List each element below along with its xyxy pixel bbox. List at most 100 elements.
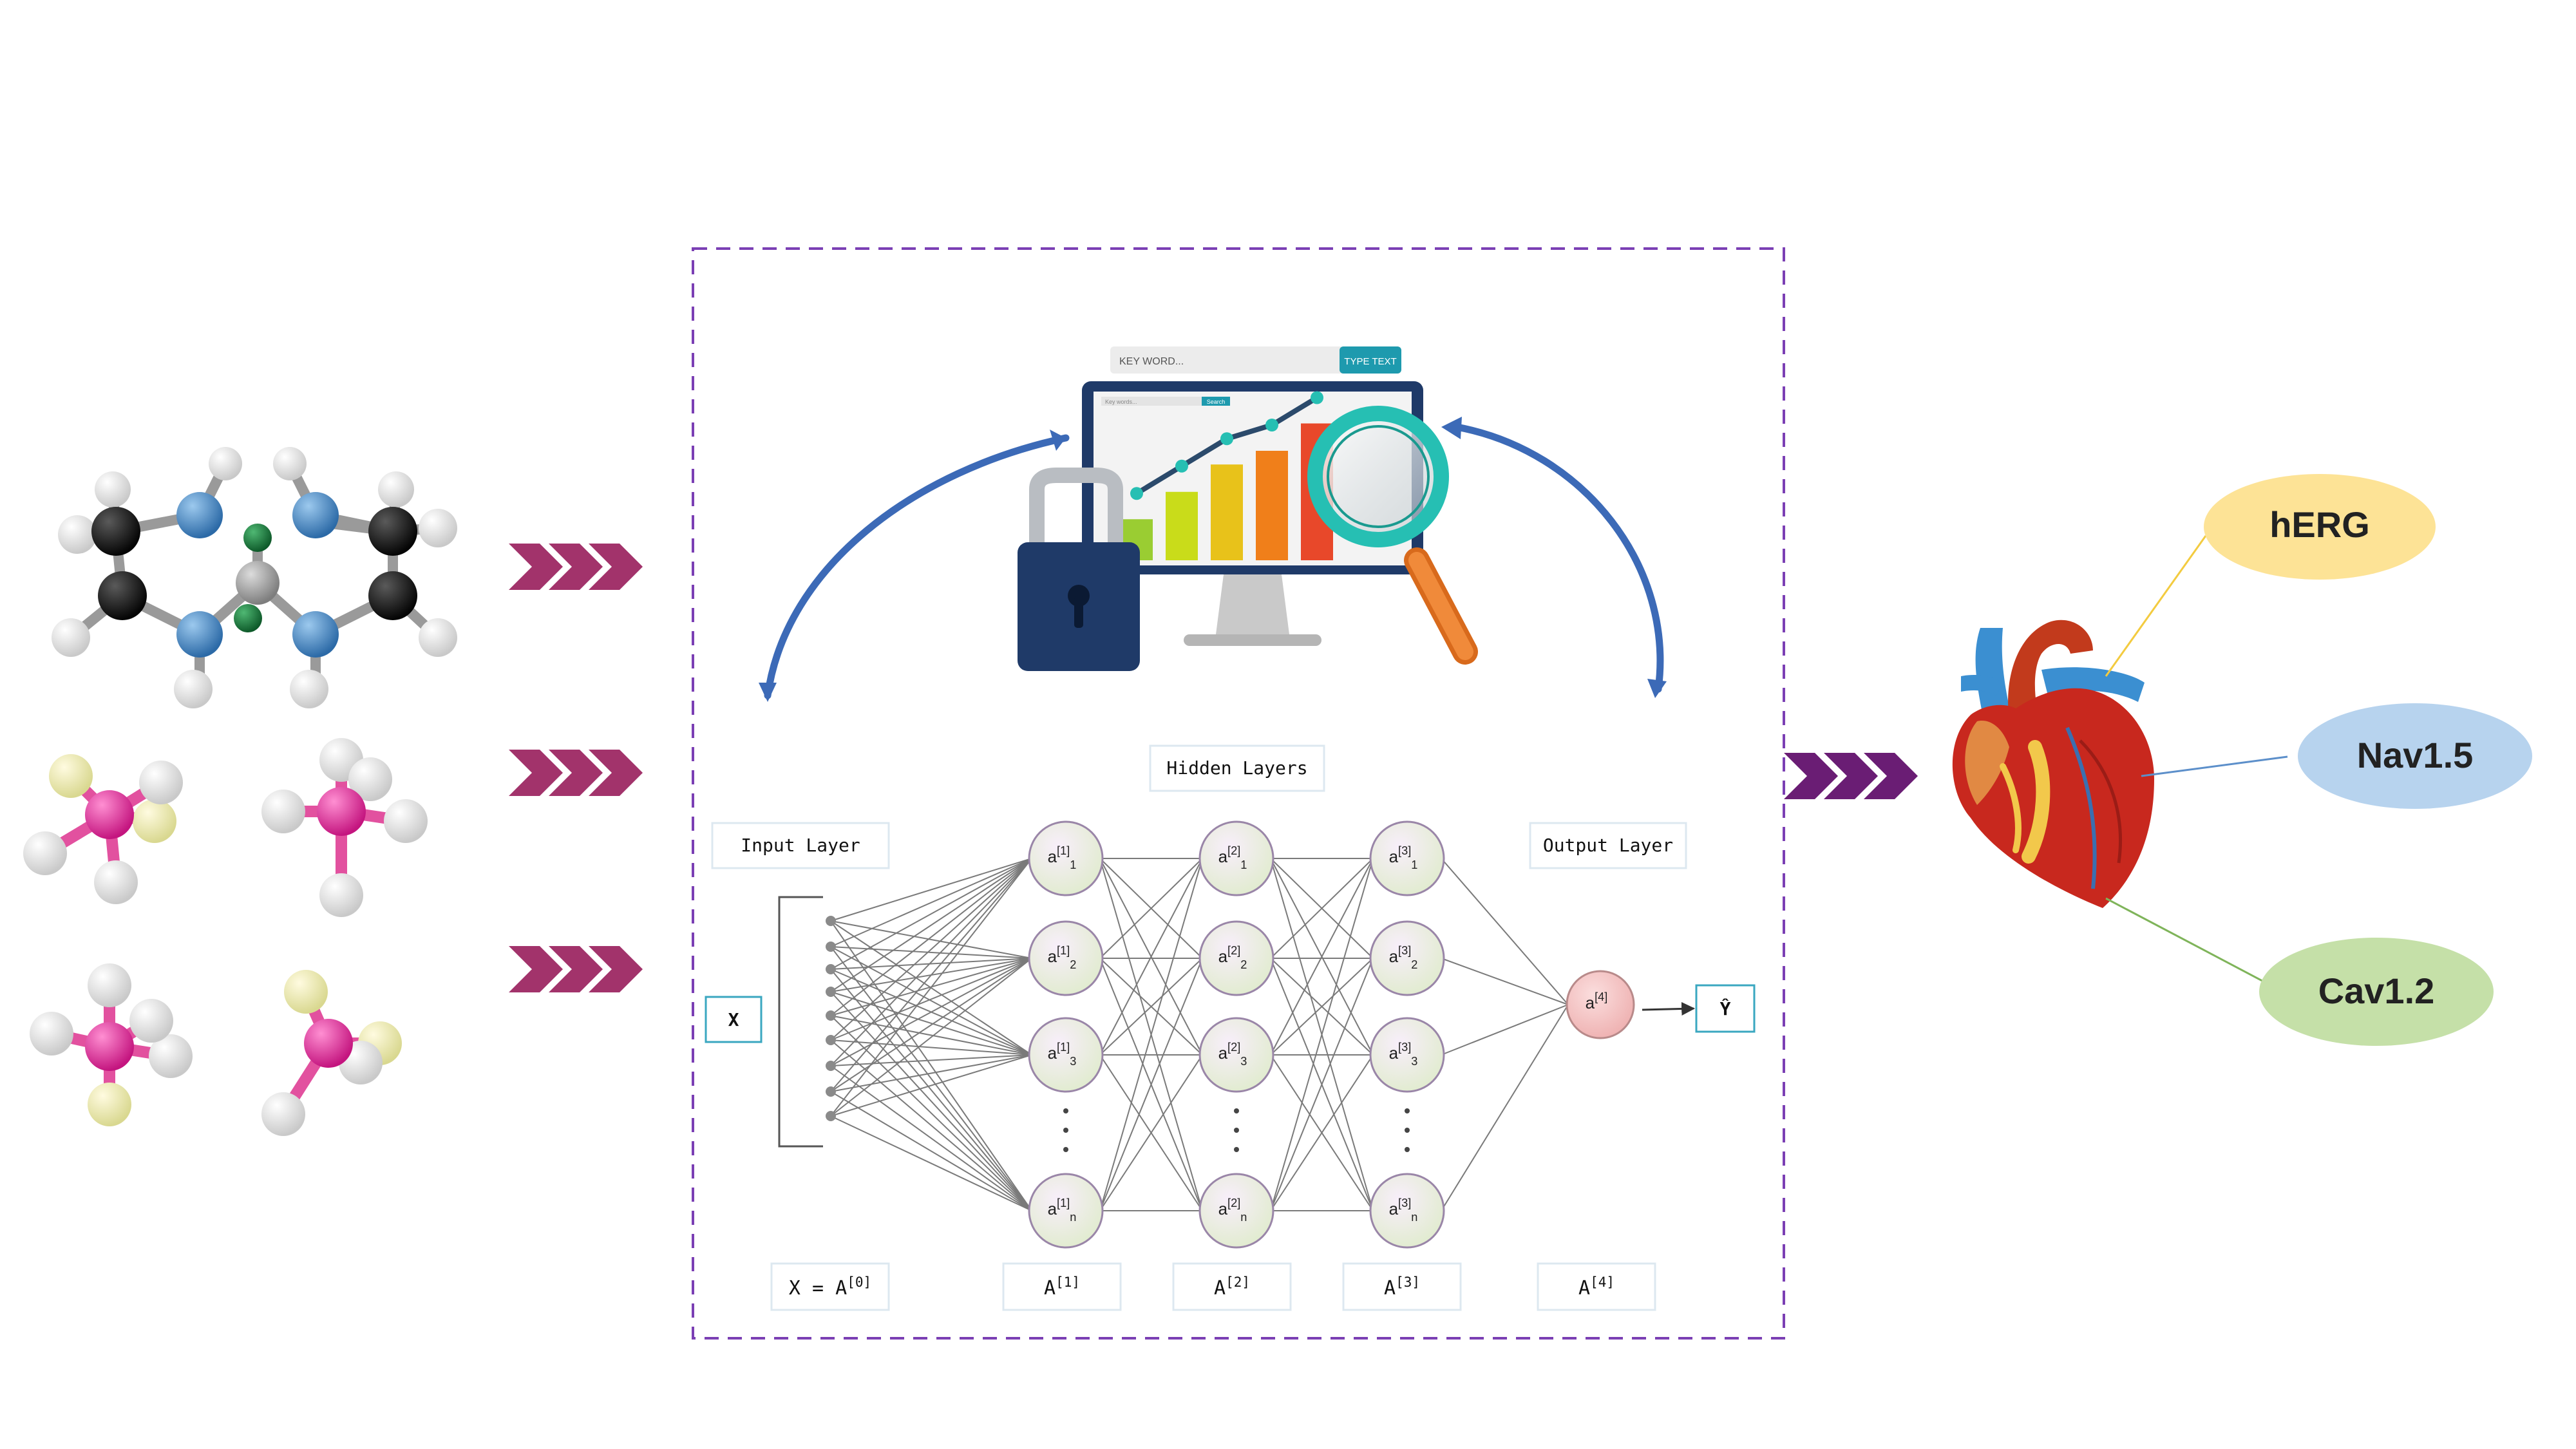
neuron-label: a[1]2 (1048, 944, 1077, 971)
network-edge (830, 1039, 1032, 1056)
neuron-circle (1028, 820, 1104, 896)
neuron-layer2-4: a[2]n (1198, 1173, 1274, 1249)
network-edge (830, 1054, 1032, 1117)
curved-arrow-left (764, 434, 1070, 699)
ellipsis-dot (1063, 1128, 1068, 1133)
search-bar: KEY WORD... TYPE TEXT (1110, 346, 1401, 374)
network-edge (830, 858, 1032, 1066)
ellipsis-layer2 (1234, 1108, 1239, 1152)
output-layer-label-box: Output Layer (1529, 822, 1687, 869)
ellipsis-dot (1234, 1128, 1239, 1133)
neuron-output: a[4] (1566, 970, 1635, 1039)
connector-nav (2141, 755, 2288, 777)
neuron-circle (1566, 970, 1635, 1039)
chevron-row-top-chevron (509, 544, 563, 590)
central-atom (85, 1022, 134, 1071)
neuron-layer1-3: a[1]3 (1028, 1017, 1104, 1093)
target-cav12-ellipse (2259, 938, 2494, 1046)
nitrogen-atom (176, 611, 223, 658)
chevron-row-top-chevron (589, 544, 643, 590)
target-herg: hERG (2204, 474, 2436, 580)
neuron-label: a[1]1 (1048, 844, 1077, 871)
network-edge (830, 1054, 1032, 1066)
activation-label-a3: A[3] (1342, 1262, 1462, 1311)
chart-icon-bar (1256, 451, 1288, 560)
activation-label-text: X = A[0] (789, 1274, 871, 1300)
ellipsis-dot (1234, 1147, 1239, 1152)
neuron-circle (1369, 1173, 1445, 1249)
neuron-circle (1198, 1017, 1274, 1093)
neuron-circle (1198, 1173, 1274, 1249)
input-node (826, 916, 836, 926)
network-edge (1270, 1054, 1374, 1211)
input-node (826, 1035, 836, 1045)
chevron-row-output (1784, 753, 1918, 799)
activation-labels: X = A[0]A[1]A[2]A[3]A[4] (770, 1262, 1656, 1311)
central-atom (317, 787, 366, 836)
ellipsis-dot (1405, 1147, 1410, 1152)
network-edge (830, 1015, 1032, 1056)
network-edge (830, 946, 1032, 1056)
chevron-row-output-chevron (1824, 753, 1878, 799)
neuron-layer1-1: a[1]1 (1028, 820, 1104, 896)
y-hat-box: Ŷ (1695, 984, 1756, 1033)
hydrogen-atom (290, 670, 328, 708)
network-connections (830, 858, 1569, 1211)
hydrogen-atom (129, 999, 173, 1043)
x-label: X (728, 1009, 739, 1030)
neuron-layer3-2: a[3]2 (1369, 920, 1445, 996)
x-input-box: X (705, 996, 762, 1043)
hydrogen-atom (139, 761, 183, 804)
neuron-label: a[3]2 (1389, 944, 1418, 971)
carbon-atom (368, 571, 417, 620)
network-edge (830, 991, 1032, 1056)
network-edge (830, 946, 1032, 1211)
hydrogen-atom (174, 670, 213, 708)
ellipsis-dot (1405, 1108, 1410, 1113)
neuron-circle (1028, 920, 1104, 996)
input-node (826, 1086, 836, 1097)
neuron-label: a[2]2 (1218, 944, 1247, 971)
network-edge (830, 1091, 1032, 1211)
activation-label-text: A[3] (1384, 1274, 1420, 1300)
neuron-layer3-1: a[3]1 (1369, 820, 1445, 896)
network-edge (830, 1065, 1032, 1211)
network-edge (830, 858, 1032, 1117)
input-node (826, 1061, 836, 1071)
neuron-circle (1028, 1173, 1104, 1249)
input-nodes (826, 916, 836, 1121)
hidden-layers-label: Hidden Layers (1166, 757, 1307, 779)
neuron-layer3-4: a[3]n (1369, 1173, 1445, 1249)
connector-herg (2105, 535, 2207, 677)
hidden-layers-label-box: Hidden Layers (1149, 744, 1325, 792)
network-edge (830, 958, 1032, 970)
network-edge (1441, 1004, 1569, 1056)
ellipsis-layer3 (1405, 1108, 1410, 1152)
target-herg-ellipse (2204, 474, 2436, 580)
chevron-row-bottom-chevron (549, 946, 603, 992)
hydrogen-atom (149, 1034, 193, 1078)
output-chevron-arrow (1784, 753, 1918, 799)
input-node (826, 987, 836, 997)
hydrogen-atom (273, 447, 307, 480)
network-edge (830, 969, 1032, 1211)
neuron-label: a[3]3 (1389, 1041, 1418, 1068)
target-nav15-label: Nav1.5 (2357, 735, 2474, 775)
hydrogen-atom (52, 618, 90, 657)
network-edge (830, 946, 1032, 959)
fluorine-atom (284, 970, 328, 1014)
network-edge (1270, 858, 1374, 959)
chevron-row-output-chevron (1864, 753, 1918, 799)
hydrogen-atom (378, 471, 414, 507)
chart-icon-bar (1166, 491, 1198, 560)
neuron-layer2-1: a[2]1 (1198, 820, 1274, 896)
fluorine-atom (49, 754, 93, 798)
molecule-illustrations (23, 447, 457, 1136)
network-edge (830, 1039, 1032, 1211)
curved-arrow-right (1453, 423, 1664, 693)
chevron-row-middle-chevron (549, 750, 603, 796)
chlorine-atom (234, 604, 262, 632)
chevron-row-bottom-chevron (589, 946, 643, 992)
fluorine-atom (88, 1083, 131, 1126)
